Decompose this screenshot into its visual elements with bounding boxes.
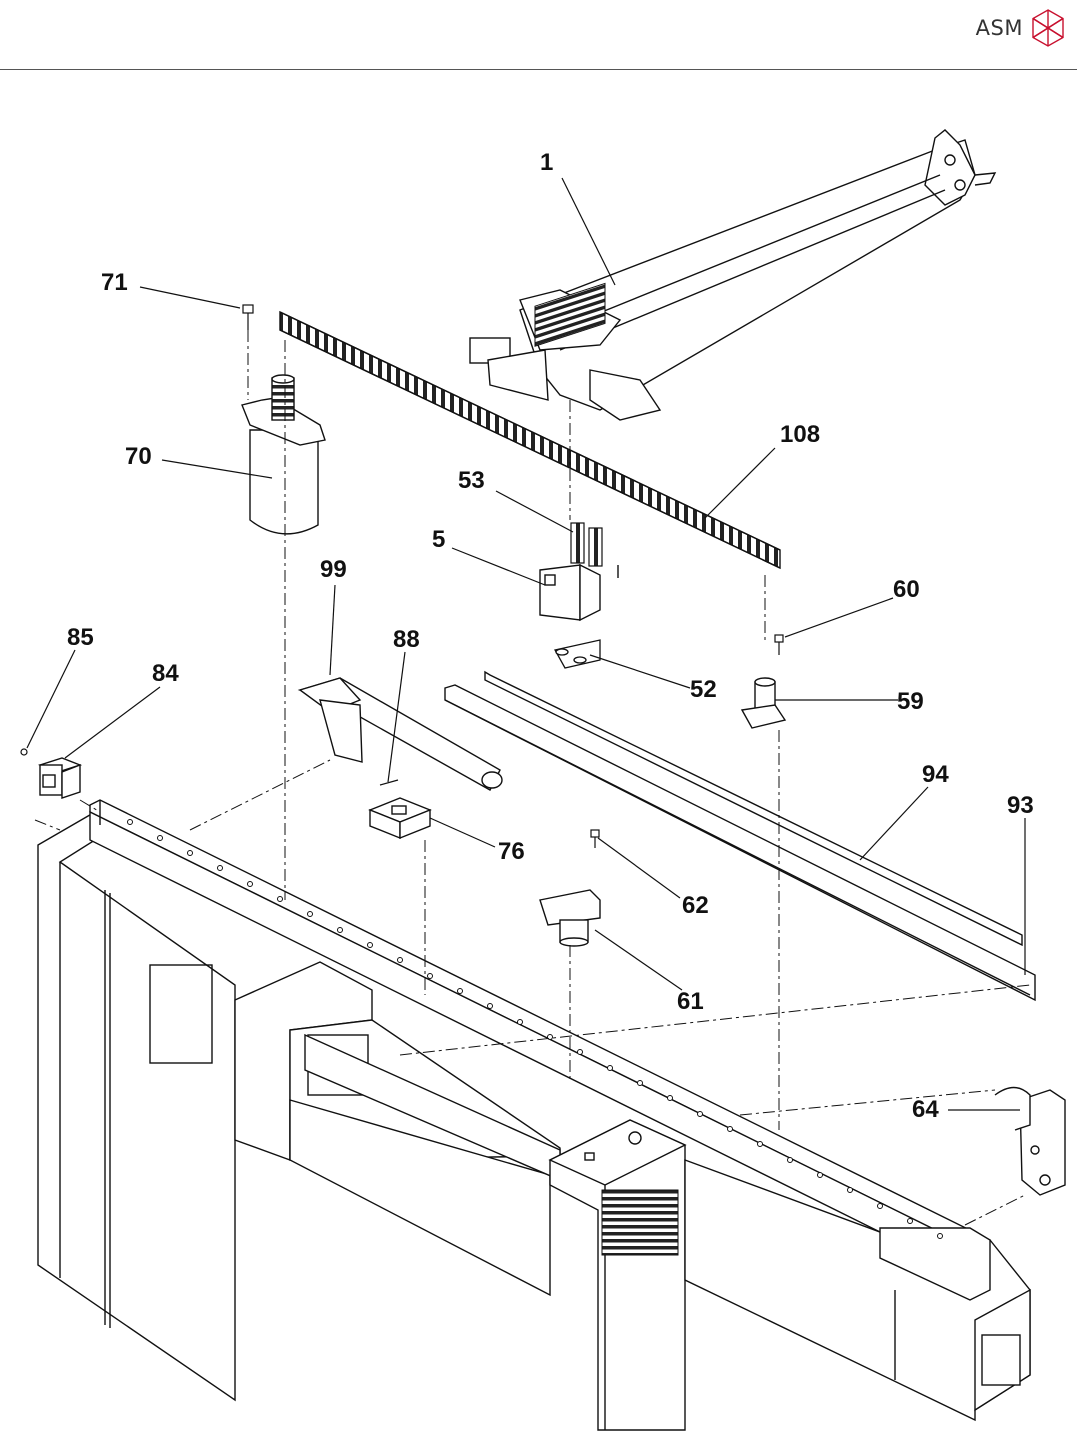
- callout-84: 84: [152, 660, 179, 687]
- part-61-connector: [540, 890, 600, 946]
- part-84-block: [40, 758, 80, 798]
- part-64-end-bracket: [995, 1088, 1065, 1196]
- part-60-screw: [775, 635, 783, 655]
- part-59-post: [742, 678, 785, 728]
- callout-60: 60: [893, 576, 920, 603]
- part-5-clamp-block: [540, 565, 618, 620]
- callout-85: 85: [67, 624, 94, 651]
- callout-99: 99: [320, 556, 347, 583]
- part-108-toothed-belt: [280, 312, 780, 568]
- callout-94: 94: [922, 761, 949, 788]
- part-88-pin: [380, 780, 398, 785]
- part-71-screw: [243, 305, 253, 330]
- callout-108: 108: [780, 421, 820, 448]
- part-52-bracket: [555, 640, 600, 668]
- callout-59: 59: [897, 688, 924, 715]
- callout-71: 71: [101, 269, 128, 296]
- callout-70: 70: [125, 443, 152, 470]
- callout-64: 64: [912, 1096, 939, 1123]
- callout-93: 93: [1007, 792, 1034, 819]
- callout-5: 5: [432, 526, 445, 553]
- part-62-screw: [591, 830, 599, 848]
- callout-53: 53: [458, 467, 485, 494]
- base-frame: [38, 800, 1030, 1430]
- part-76-block: [370, 798, 430, 838]
- part-93-rail: [445, 685, 1035, 1000]
- part-53-rollers: [571, 523, 602, 566]
- part-70-motor: [242, 375, 325, 534]
- callout-76: 76: [498, 838, 525, 865]
- callout-88: 88: [393, 626, 420, 653]
- callout-1: 1: [540, 149, 553, 176]
- callout-52: 52: [690, 676, 717, 703]
- callout-61: 61: [677, 988, 704, 1015]
- part-85-screw: [21, 749, 27, 755]
- callout-62: 62: [682, 892, 709, 919]
